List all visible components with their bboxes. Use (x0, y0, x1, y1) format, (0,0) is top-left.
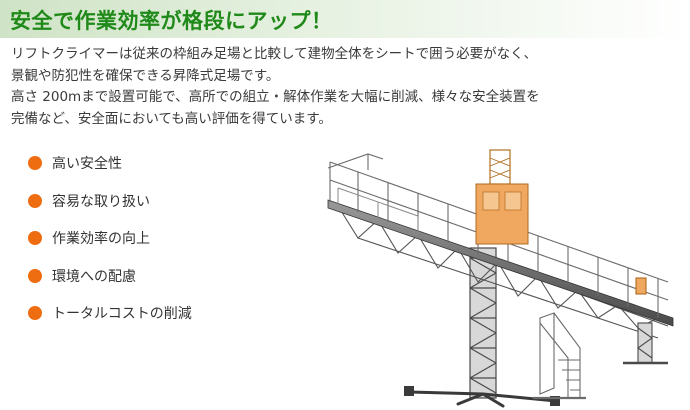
feature-item: 環境への配慮 (28, 265, 192, 287)
feature-item: トータルコストの削減 (28, 302, 192, 324)
orange-dot-icon (28, 306, 42, 320)
secondary-mast (623, 277, 668, 365)
feature-item: 高い安全性 (28, 152, 192, 174)
front-guard-rail (337, 187, 419, 234)
feature-label: 作業効率の向上 (52, 231, 150, 247)
description: リフトクライマーは従来の枠組み足場と比較して建物全体をシートで囲う必要がなく、 … (11, 44, 681, 130)
orange-dot-icon (28, 268, 42, 283)
lift-climber-illustration (327, 149, 674, 408)
headline-bar: 安全で作業効率が格段にアップ！ (0, 0, 690, 38)
orange-dot-icon (28, 193, 42, 208)
feature-item: 容易な取り扱い (28, 190, 192, 212)
platform-deck (327, 199, 674, 327)
main-mast (469, 247, 497, 399)
description-line: 景観や防犯性を確保できる昇降式足場です。 (11, 67, 280, 84)
feature-label: 環境への配慮 (52, 268, 136, 285)
lift-cabin (475, 149, 529, 245)
description-line: リフトクライマーは従来の枠組み足場と比較して建物全体をシートで囲う必要がなく、 (11, 46, 538, 62)
feature-label: トータルコストの削減 (52, 306, 192, 322)
stair-unit (533, 312, 586, 400)
orange-dot-icon (28, 156, 42, 170)
description-line: 高さ 200mまで設置可能で、高所での組立・解体作業を大幅に削減、様々な安全装置… (11, 89, 540, 105)
feature-item: 作業効率の向上 (28, 227, 192, 249)
base-outriggers (404, 386, 560, 408)
feature-label: 容易な取り扱い (52, 193, 150, 210)
feature-label: 高い安全性 (52, 156, 122, 172)
feature-list: 高い安全性 容易な取り扱い 作業効率の向上 環境への配慮 トータルコストの削減 (28, 152, 192, 340)
orange-dot-icon (28, 231, 42, 245)
description-line: 完備など、安全面においても高い評価を得ています。 (11, 110, 332, 127)
page-title: 安全で作業効率が格段にアップ！ (10, 9, 333, 33)
